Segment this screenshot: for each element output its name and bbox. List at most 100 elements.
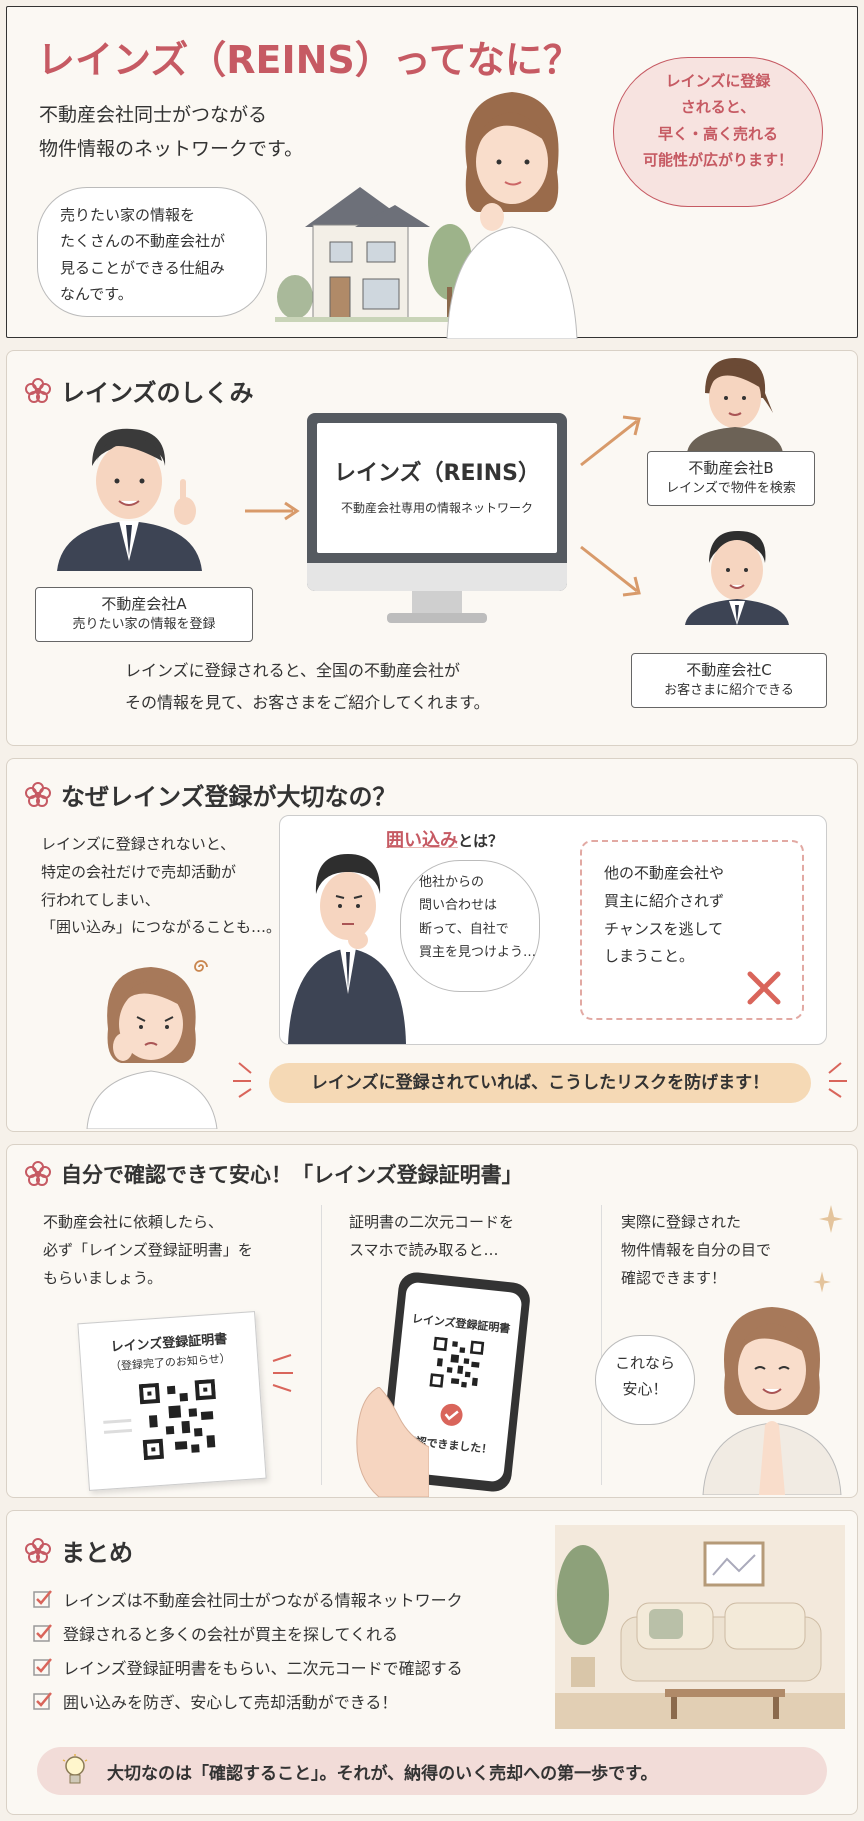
arrow-up-right-icon (580, 415, 641, 467)
man-business-illustration (685, 530, 789, 625)
col1-line: 不動産会社に依頼したら、 (43, 1213, 224, 1231)
sparkle-icon (813, 1271, 831, 1293)
kakoikomi-term: 囲い込み (386, 830, 458, 851)
worry-swirl-icon (194, 960, 208, 972)
definition-line: 買主に紹介されず (604, 891, 725, 910)
company-b-desc: レインズで物件を検索 (666, 480, 796, 496)
living-room-illustration (555, 1525, 845, 1729)
relief-bubble: これなら 安心！ (595, 1335, 695, 1425)
company-a-name: 不動産会社A (101, 595, 187, 613)
phone-title: レインズ登録証明書 (411, 1312, 511, 1336)
col3-line: 実際に登録された (621, 1213, 742, 1231)
hero-left-bubble-line: 売りたい家の情報を (60, 206, 196, 224)
definition-line: しまうこと。 (604, 947, 695, 966)
doc-line-decor (103, 1418, 132, 1424)
arrow-down-right-icon (580, 545, 641, 597)
summary-item-text: 登録されると多くの会社が買主を探してくれる (63, 1625, 399, 1644)
mechanism-title: レインズのしくみ (25, 373, 253, 408)
hero-right-bubble: レインズに登録 されると、 早く・高く売れる 可能性が広がります！ (613, 57, 823, 207)
hero-intro-line2: 物件情報のネットワークです。 (39, 138, 304, 160)
monitor-title: レインズ（REINS） (334, 461, 540, 486)
woman-relieved-illustration (702, 1307, 842, 1495)
sparkle-lines-right-icon (828, 1062, 847, 1098)
hero-left-bubble: 売りたい家の情報を たくさんの不動産会社が 見ることができる仕組み なんです。 (37, 187, 267, 317)
lightbulb-icon (62, 1754, 88, 1784)
summary-item-text: レインズ登録証明書をもらい、二次元コードで確認する (63, 1659, 463, 1678)
importance-left-text: レインズに登録されないと、 特定の会社だけで売却活動が 行われてしまい、 「囲い… (41, 831, 281, 942)
hero-panel: レインズ（REINS）ってなに？ 不動産会社同士がつながる 物件情報のネットワー… (6, 6, 858, 339)
flower-icon (25, 377, 51, 403)
checkbox-checked-icon (33, 1590, 52, 1608)
flower-icon (25, 1161, 51, 1186)
mechanism-title-text: レインズのしくみ (61, 379, 254, 407)
checkbox-checked-icon (33, 1658, 52, 1676)
definition-box: 他の不動産会社や 買主に紹介されず チャンスを逃して しまうこと。 (580, 840, 804, 1020)
woman-thinking-illustration (446, 92, 578, 339)
importance-left-line: 行われてしまい、 (41, 890, 160, 909)
col1-line: 必ず「レインズ登録証明書」を (43, 1240, 253, 1259)
hero-title: レインズ（REINS）ってなに？ (37, 38, 581, 82)
monitor-base (387, 613, 487, 623)
certificate-title-text: 自分で確認できて安心！「レインズ登録証明書」 (61, 1163, 523, 1187)
man-pointing-illustration (57, 428, 202, 571)
woman-business-illustration (687, 358, 783, 453)
checkbox-checked-icon (33, 1692, 52, 1710)
hero-right-bubble-line: 可能性が広がります！ (642, 150, 793, 169)
mechanism-panel: レインズのしくみ 不動産会社A 売りたい家の情報を登録 レインズ（REINS） … (6, 350, 858, 746)
mechanism-caption-line2: その情報を見て、お客さまをご紹介してくれます。 (125, 693, 490, 712)
company-c-name: 不動産会社C (686, 661, 772, 679)
hand-holding-phone (356, 1387, 429, 1497)
phone-qr-code-icon (429, 1336, 485, 1388)
relief-bubble-line: これなら (614, 1354, 675, 1372)
certificate-col2-text: 証明書の二次元コードを スマホで読み取ると… (349, 1209, 514, 1265)
summary-footer-text: 大切なのは「確認すること」。それが、納得のいく売却への第一歩です。 (107, 1763, 658, 1784)
importance-title: なぜレインズ登録が大切なの？ (25, 777, 397, 812)
col2-line: スマホで読み取ると… (349, 1240, 499, 1259)
agent-bubble-line: 断って、自社で (419, 921, 509, 937)
importance-left-line: 特定の会社だけで売却活動が (41, 862, 237, 881)
reins-monitor: レインズ（REINS） 不動産会社専用の情報ネットワーク (307, 413, 567, 591)
summary-title-text: まとめ (61, 1539, 133, 1567)
flower-icon (25, 1537, 51, 1563)
summary-footer: 大切なのは「確認すること」。それが、納得のいく売却への第一歩です。 (37, 1747, 827, 1795)
summary-item: 登録されると多くの会社が買主を探してくれる (33, 1621, 398, 1645)
definition-line: 他の不動産会社や (604, 864, 725, 882)
summary-item: レインズ登録証明書をもらい、二次元コードで確認する (33, 1655, 463, 1679)
kakoikomi-heading: 囲い込みとは？ (386, 826, 503, 852)
qr-code-icon (138, 1378, 216, 1461)
agent-thought-bubble: 他社からの 問い合わせは 断って、自社で 買主を見つけよう… (400, 860, 540, 992)
hero-left-bubble-line: 見ることができる仕組み (60, 258, 225, 277)
summary-item-text: レインズは不動産会社同士がつながる情報ネットワーク (63, 1591, 463, 1610)
emphasis-lines-icon (272, 1354, 293, 1392)
certificate-col1-text: 不動産会社に依頼したら、 必ず「レインズ登録証明書」を もらいましょう。 (43, 1209, 253, 1292)
importance-left-line: 「囲い込み」につながることも…。 (41, 918, 282, 937)
definition-line: チャンスを逃して (604, 919, 724, 938)
kakoikomi-card: 囲い込みとは？ 他社からの 問い合わせは 断って、自社で 買主を見つけよう… 他… (279, 815, 827, 1045)
col3-line: 確認できます！ (621, 1268, 727, 1287)
col3-line: 物件情報を自分の目で (621, 1240, 772, 1259)
certificate-title: 自分で確認できて安心！「レインズ登録証明書」 (25, 1159, 523, 1189)
summary-item-text: 囲い込みを防ぎ、安心して売却活動ができる！ (63, 1693, 398, 1712)
agent-bubble-line: 買主を見つけよう… (419, 945, 537, 961)
monitor-subtitle: 不動産会社専用の情報ネットワーク (340, 501, 533, 515)
hero-intro-line1: 不動産会社同士がつながる (39, 104, 268, 126)
agent-bubble-line: 他社からの (419, 875, 485, 890)
company-b-label: 不動産会社B レインズで物件を検索 (647, 451, 815, 506)
sparkle-lines-left-icon (233, 1062, 252, 1098)
hero-right-bubble-line: 早く・高く売れる (657, 124, 778, 143)
risk-banner: レインズに登録されていれば、こうしたリスクを防げます！ (269, 1063, 811, 1103)
summary-item: レインズは不動産会社同士がつながる情報ネットワーク (33, 1587, 463, 1611)
certificate-document: レインズ登録証明書 （登録完了のお知らせ） (77, 1310, 267, 1492)
hero-right-bubble-line: レインズに登録 (665, 72, 771, 90)
monitor-bezel (307, 563, 567, 591)
column-divider (321, 1205, 322, 1485)
mechanism-caption-line1: レインズに登録されると、全国の不動産会社が (125, 661, 461, 680)
kakoikomi-suffix: とは？ (458, 832, 504, 850)
hero-right-bubble-line: されると、 (680, 98, 756, 117)
certificate-col3-text: 実際に登録された 物件情報を自分の目で 確認できます！ (621, 1209, 771, 1292)
man-pondering-illustration (288, 854, 406, 1044)
hero-left-bubble-line: たくさんの不動産会社が (60, 232, 226, 251)
company-c-desc: お客さまに紹介できる (664, 682, 794, 698)
smartphone: レインズ登録証明書 確認できました！ (378, 1270, 532, 1494)
col1-line: もらいましょう。 (43, 1268, 163, 1287)
